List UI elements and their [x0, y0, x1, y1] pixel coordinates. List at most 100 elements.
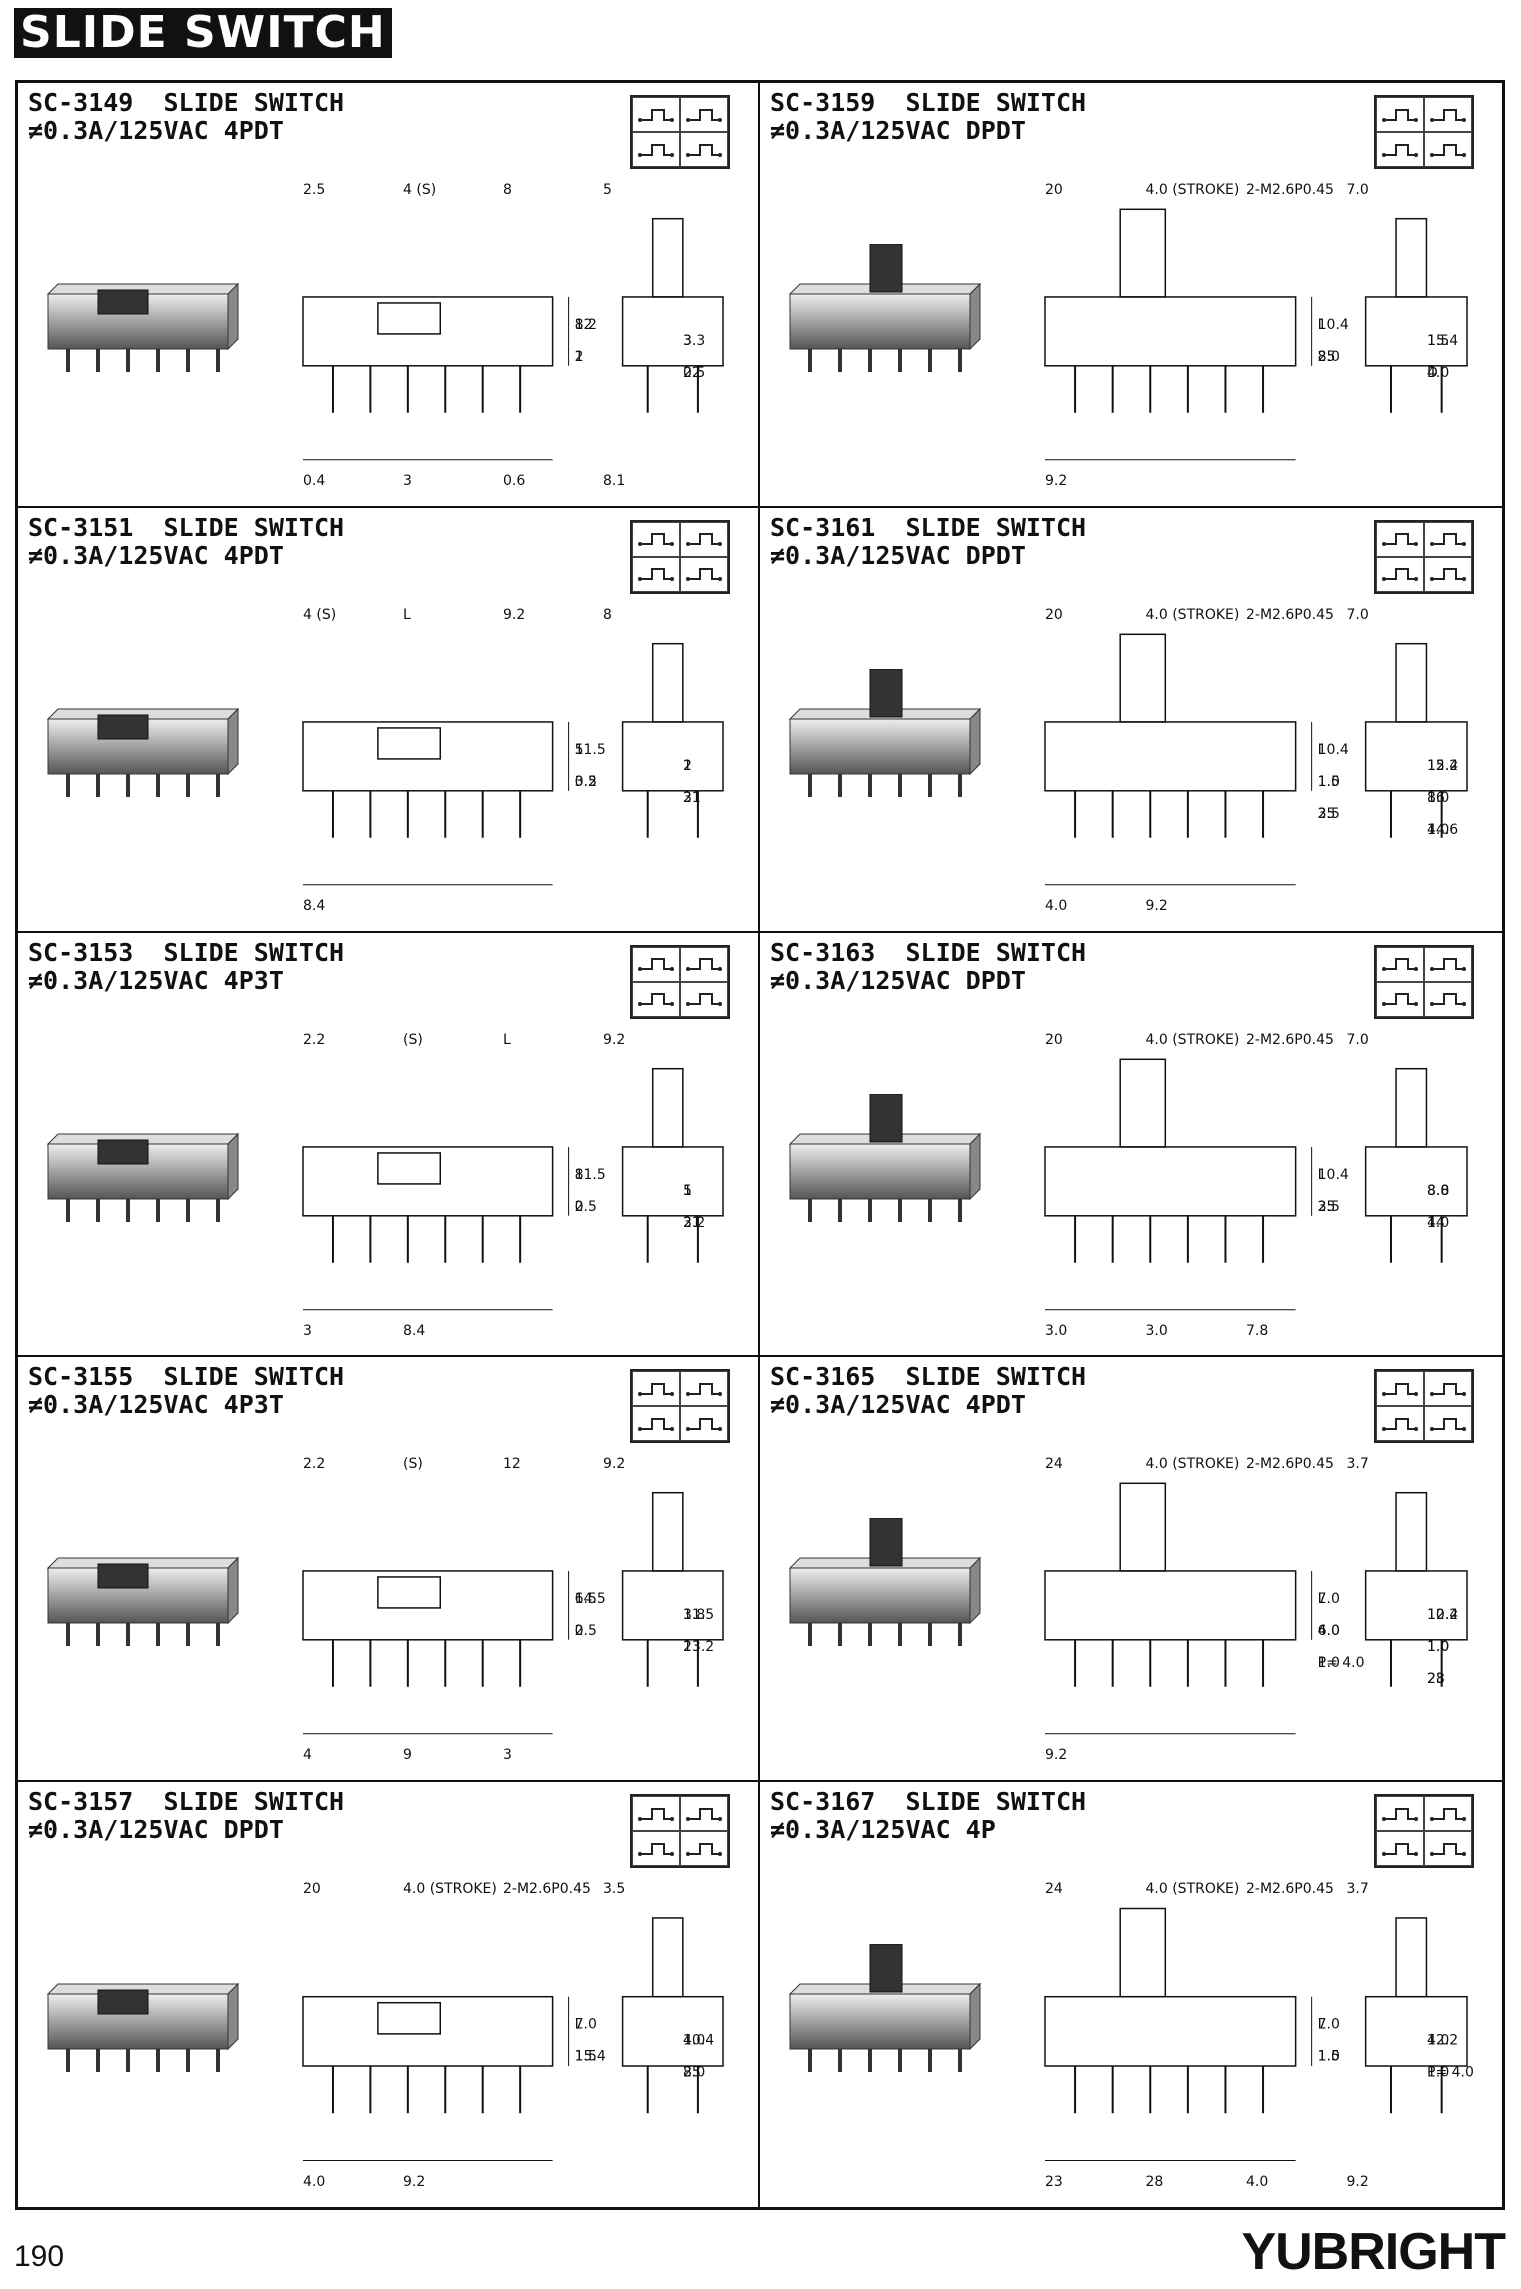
dimension-label: 3.3	[683, 333, 705, 349]
schematic-quadrant-icon	[1424, 556, 1472, 592]
dimension-label: 4.0	[303, 2174, 325, 2190]
dimension-label: 12.2	[1427, 1607, 1458, 1623]
dimension-label: 12	[503, 1456, 521, 1472]
dimension-label: 8.4	[403, 1323, 425, 1339]
dimension-label: 9	[403, 1747, 412, 1763]
dimension-label: 2.2	[303, 1032, 325, 1048]
schematic-quadrant-icon	[680, 97, 728, 132]
schematic-quadrant-icon	[680, 1371, 728, 1407]
dimension-label: 1	[683, 1183, 692, 1199]
dimension-label: 1.5	[1318, 774, 1340, 790]
dimension-label: 1.5	[1318, 2049, 1340, 2065]
dimension-label: 9.2	[1045, 473, 1067, 489]
dimension-label: 4.0 (STROKE)	[1146, 1881, 1240, 1897]
dimension-label: 14	[1427, 1215, 1445, 1231]
dimension-label: 9.2	[503, 607, 525, 623]
dimension-label: 0.5	[575, 1623, 597, 1639]
schematic-quadrant-icon	[632, 1406, 680, 1442]
dimension-label: 5	[603, 182, 612, 198]
schematic-quadrant-icon	[1424, 1796, 1472, 1832]
dimension-label: 3.2	[683, 1215, 705, 1231]
dimension-label: 12.2	[1427, 758, 1458, 774]
schematic-quadrant-icon	[632, 981, 680, 1017]
dimension-label: 14.6	[1427, 822, 1458, 838]
dimension-label: 3.8	[683, 1607, 705, 1623]
dimension-label: 3	[683, 790, 692, 806]
dimension-label: 4 (S)	[303, 607, 336, 623]
dimension-label: 4.0 (STROKE)	[1146, 1032, 1240, 1048]
dimension-label: 20	[1045, 1032, 1063, 1048]
dimension-label: L	[1318, 1167, 1326, 1183]
product-photo	[788, 1518, 982, 1647]
dimension-label: 8.0	[1318, 349, 1340, 365]
dimension-label: 8	[603, 607, 612, 623]
product-photo	[788, 1944, 982, 2073]
dimension-label: 12	[575, 317, 593, 333]
dimension-label: 1.5	[575, 2049, 597, 2065]
dimension-label: 2-M2.6P0.45	[503, 1881, 591, 1897]
dimension-label: 2-M2.6P0.45	[1246, 182, 1334, 198]
product-model-line: SC-3161 SLIDE SWITCH	[770, 512, 1087, 542]
schematic-quadrant-icon	[680, 946, 728, 982]
schematic-quadrant-icon	[680, 1831, 728, 1867]
dimension-label: 3	[303, 1323, 312, 1339]
dimension-label: 2-M2.6P0.45	[1246, 1881, 1334, 1897]
dimension-label: 9.2	[1347, 2174, 1369, 2190]
dimension-label: 2	[575, 1623, 584, 1639]
dimension-label: (S)	[403, 1032, 423, 1048]
schematic-quadrant-icon	[1424, 981, 1472, 1017]
dimension-label: 7.0	[575, 2017, 597, 2033]
dimension-label: 8.0	[1427, 1183, 1449, 1199]
dimension-label: 2-M2.6P0.45	[1246, 1032, 1334, 1048]
dimension-label: 9.2	[403, 2174, 425, 2190]
dimension-label: 5	[575, 742, 584, 758]
dimension-label: 3	[403, 473, 412, 489]
dimension-label: 4 (S)	[403, 182, 436, 198]
dimension-label: 4.0 (STROKE)	[1146, 182, 1240, 198]
dimension-label: 3.0	[1146, 1323, 1168, 1339]
dimension-label: 0.5	[683, 365, 705, 381]
product-model-line: SC-3155 SLIDE SWITCH	[28, 1362, 345, 1392]
dimension-label: L	[1318, 317, 1326, 333]
dimension-label: 6.5	[575, 1591, 597, 1607]
dimension-label: 10.4	[1427, 1607, 1458, 1623]
product-title: SC-3159 SLIDE SWITCH≠0.3A/125VAC DPDT	[770, 89, 1086, 145]
schematic-quadrant-icon	[1376, 97, 1424, 132]
dimension-label: 1.5	[1427, 333, 1449, 349]
dimension-label: 2-M2.6P0.45	[1246, 607, 1334, 623]
dimension-label: P= 4.0	[1427, 2065, 1474, 2081]
dimension-label: P= 4.0	[1318, 1655, 1365, 1671]
dimension-label: 4.0	[1318, 1623, 1340, 1639]
circuit-schematic-icon	[630, 1369, 730, 1444]
dimension-label: 25	[1318, 806, 1336, 822]
dimension-label: 2	[575, 1199, 584, 1215]
dimension-label: L	[1318, 742, 1326, 758]
dimension-label: 8	[575, 1167, 584, 1183]
product-rating-line: ≠0.3A/125VAC 4PDT	[770, 1390, 1026, 1420]
dimension-label: 7.0	[1318, 1591, 1340, 1607]
dimension-label: 5	[683, 1183, 692, 1199]
dimension-label: 1	[683, 1639, 692, 1655]
dimension-label: 7.0	[1318, 2017, 1340, 2033]
product-rating-line: ≠0.3A/125VAC DPDT	[770, 540, 1026, 570]
dimension-label: L	[1318, 2017, 1326, 2033]
product-photo	[46, 1132, 240, 1222]
schematic-quadrant-icon	[1424, 521, 1472, 557]
dimension-label: 8.0	[683, 2065, 705, 2081]
dimension-label: 21	[683, 1215, 701, 1231]
dimension-label: 10.4	[1318, 317, 1349, 333]
dimension-label: L	[575, 2017, 583, 2033]
dimension-label: 4.0	[1427, 365, 1449, 381]
product-photo	[788, 244, 982, 372]
schematic-quadrant-icon	[1424, 132, 1472, 167]
dimension-label: 1	[683, 758, 692, 774]
dimension-label: 25	[683, 2065, 701, 2081]
dimension-label: 15.4	[575, 2049, 606, 2065]
